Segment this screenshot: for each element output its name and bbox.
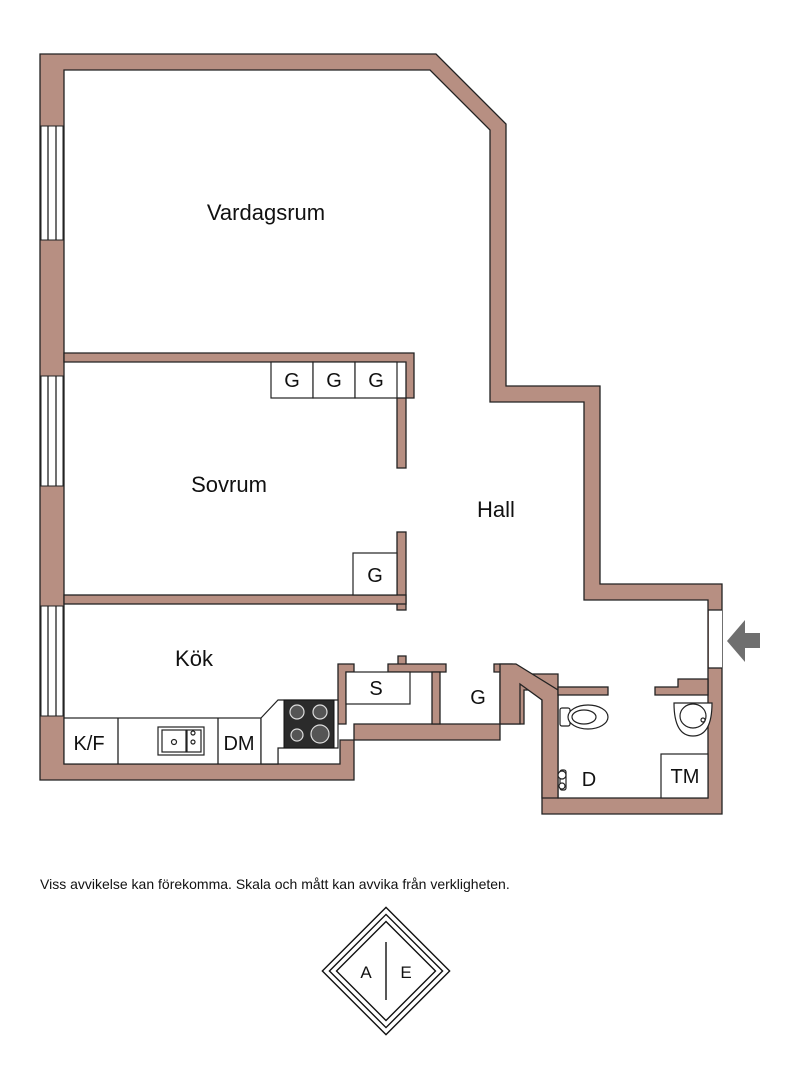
room-label-bedroom: Sovrum: [191, 472, 267, 497]
washbasin-icon: [673, 702, 713, 737]
wall-bath-top-right: [654, 678, 709, 696]
company-logo: A E: [321, 906, 451, 1036]
room-label-kitchen: Kök: [175, 646, 214, 671]
wall-bedroom-hall-upper: [396, 397, 407, 469]
fridge-freezer-label: K/F: [73, 733, 104, 755]
window-bedroom: [40, 375, 64, 487]
stove-icon: [283, 699, 335, 749]
dishwasher-label: DM: [223, 733, 254, 755]
storage-shelf: [345, 671, 411, 705]
wardrobe: [312, 361, 356, 399]
wall-closet-left: [431, 671, 441, 725]
entrance-opening: [709, 610, 722, 668]
room-label-hall: Hall: [477, 497, 515, 522]
washing-machine: [660, 753, 709, 799]
wardrobe: [352, 552, 398, 596]
toilet-icon: [559, 704, 609, 730]
wall-storage-top: [387, 655, 447, 673]
washing-machine-label: TM: [671, 766, 700, 788]
wardrobe: [270, 361, 314, 399]
disclaimer-text: Viss avvikelse kan förekomma. Skala och …: [40, 876, 510, 892]
wardrobe-group-bedroom: G G G: [270, 361, 398, 399]
entrance-arrow-icon: [727, 620, 760, 662]
logo-letter-right: E: [400, 963, 411, 982]
shower-label: D: [582, 769, 596, 791]
wardrobe-label: G: [284, 370, 300, 392]
window-kitchen: [40, 605, 64, 717]
window-living: [40, 125, 64, 241]
outer-wall: [39, 53, 723, 815]
logo-letter-left: A: [360, 963, 372, 982]
wardrobe: [354, 361, 398, 399]
room-label-living: Vardagsrum: [207, 200, 325, 225]
storage-label: S: [369, 678, 382, 700]
wardrobe-label: G: [368, 370, 384, 392]
wardrobe-label: G: [367, 565, 383, 587]
sink-icon: [157, 726, 205, 756]
wardrobe-label: G: [470, 687, 486, 709]
wall-bedroom-kitchen: [63, 594, 407, 605]
wall-bath-left: [499, 663, 559, 799]
shower-head-icon: [557, 769, 567, 791]
wall-bath-top-left: [557, 686, 609, 696]
wardrobe-label: G: [326, 370, 342, 392]
